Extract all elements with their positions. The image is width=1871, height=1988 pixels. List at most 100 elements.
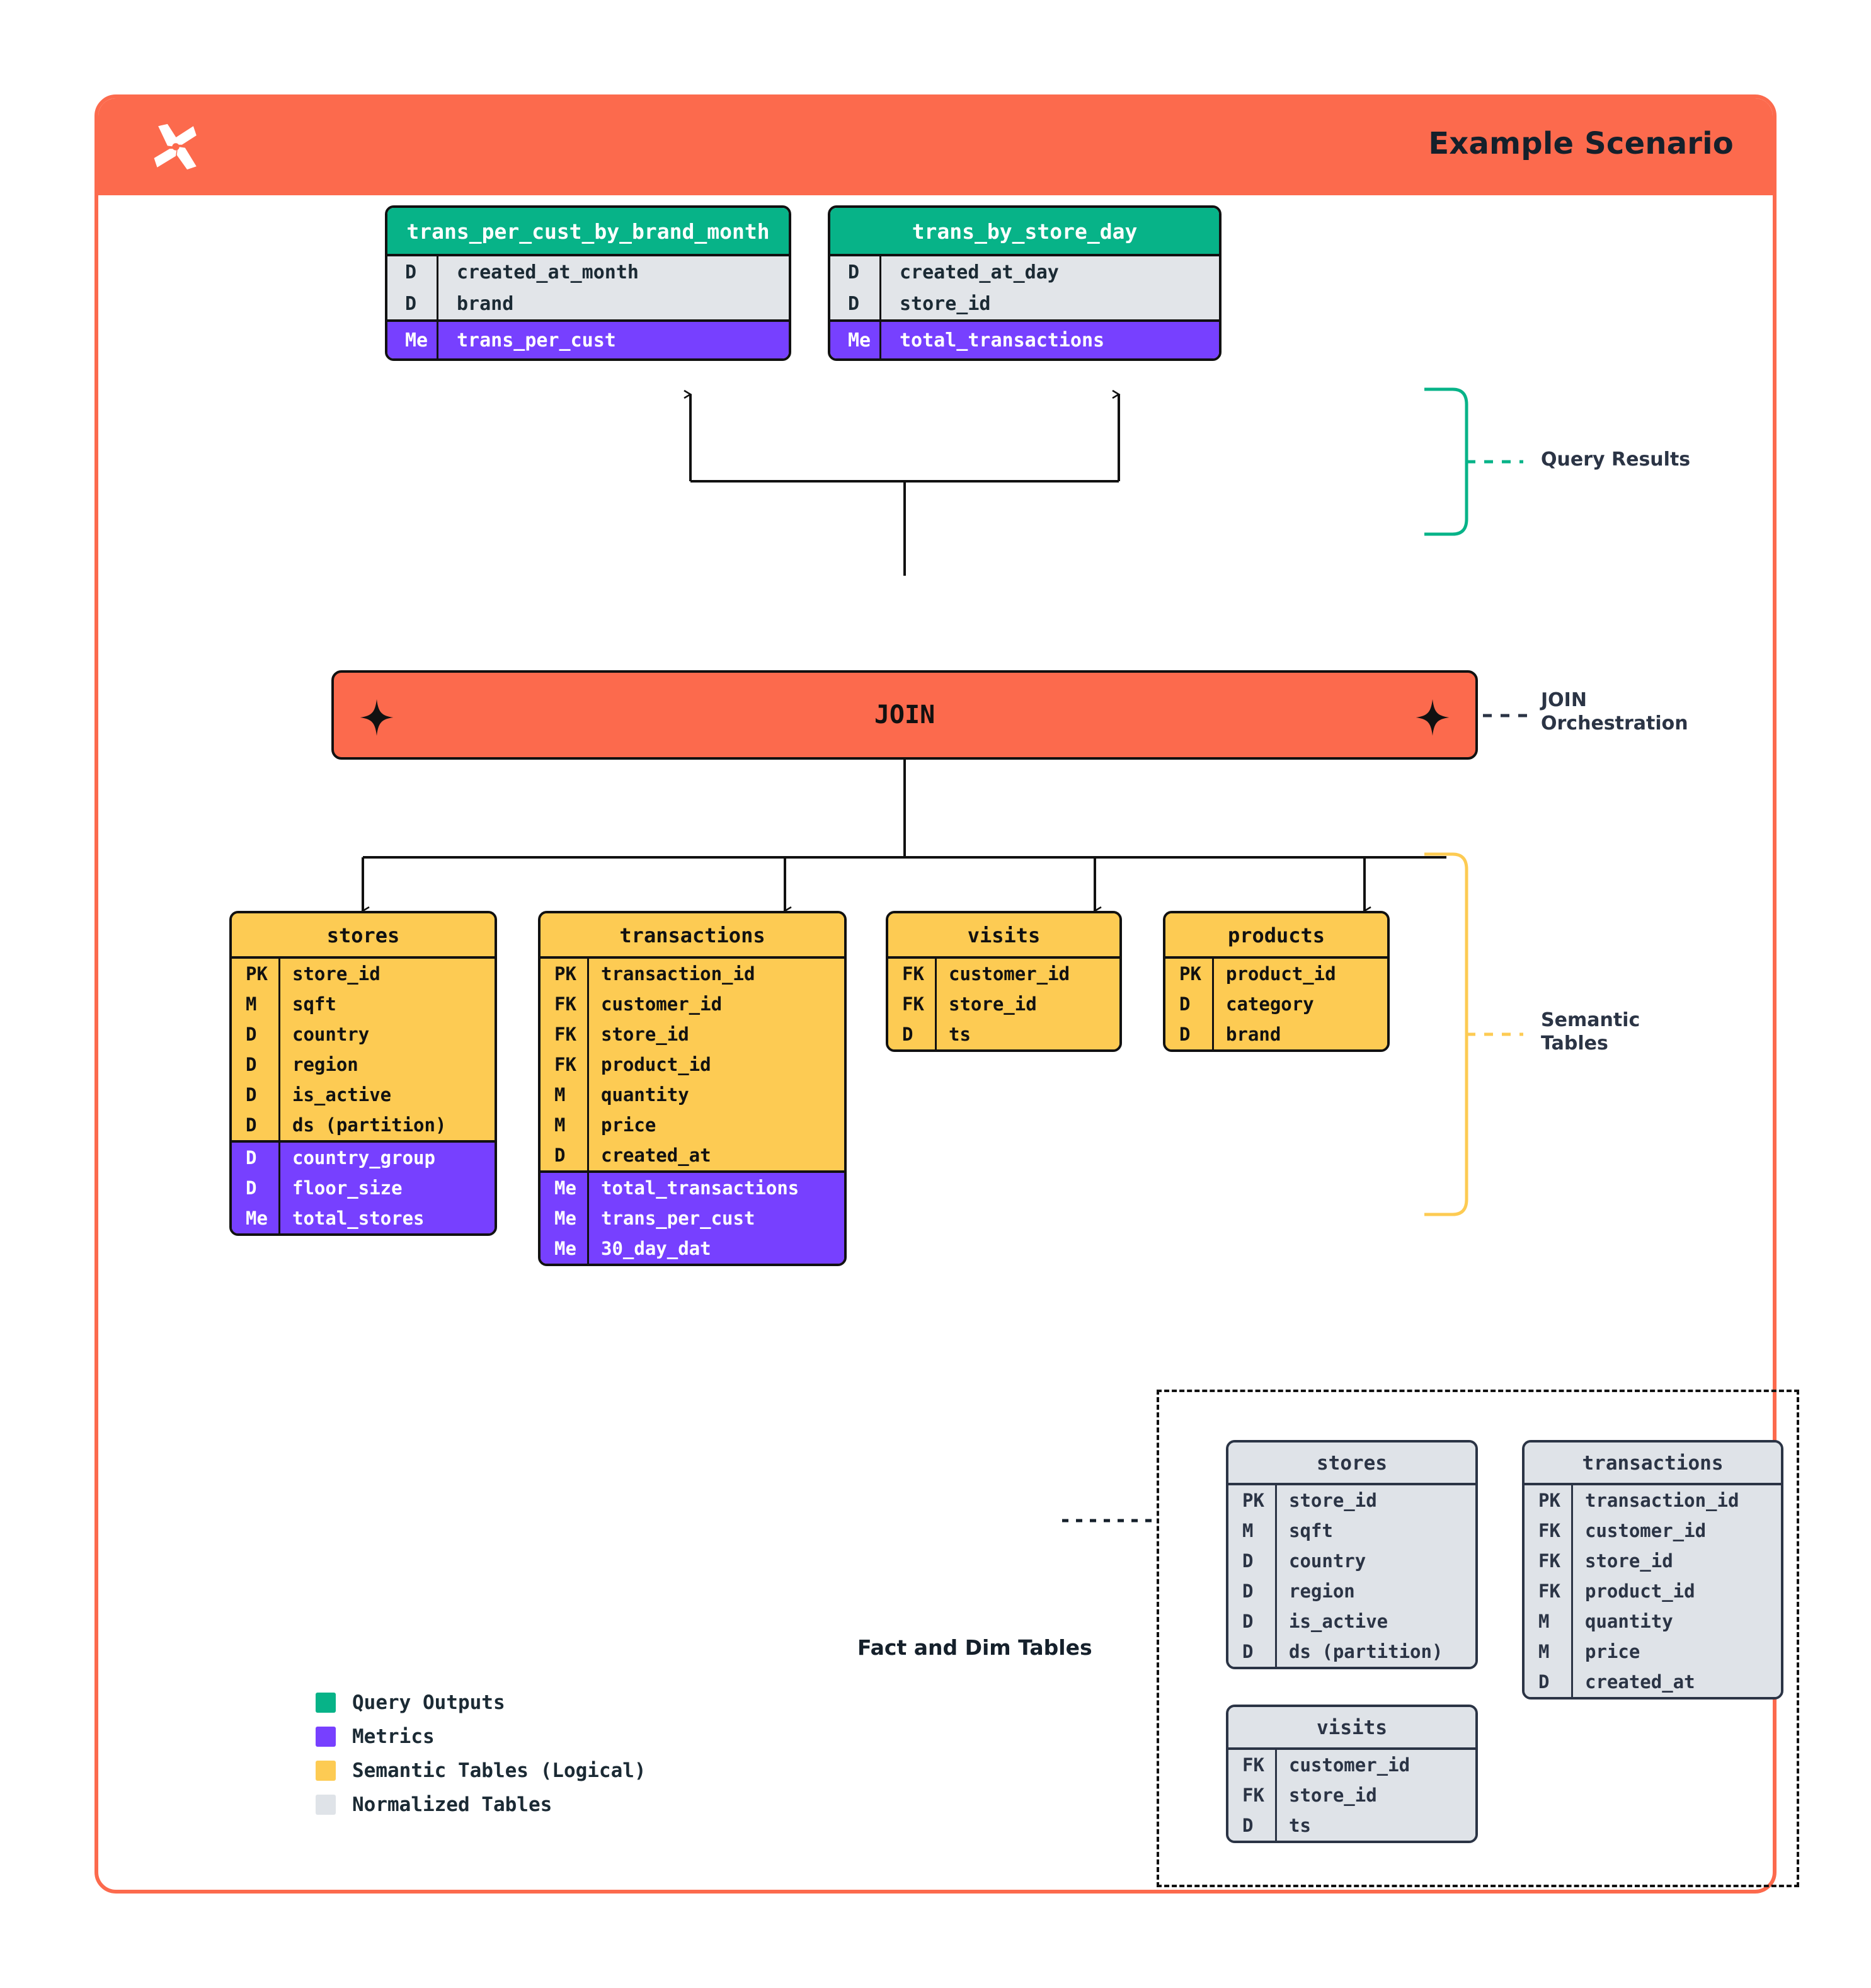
row-field: country_group [292, 1147, 435, 1168]
row-key: D [1538, 1671, 1550, 1693]
row-field: country [292, 1024, 370, 1045]
row-key: D [848, 292, 860, 315]
row-field: is_active [292, 1084, 392, 1105]
legend-item-metrics: Metrics [316, 1720, 646, 1754]
row-field: price [601, 1114, 656, 1136]
annotation-join-orchestration: JOIN Orchestration [1541, 689, 1688, 735]
legend-item-query-outputs: Query Outputs [316, 1686, 646, 1720]
row-key: PK [1179, 963, 1201, 985]
row-key: D [1242, 1815, 1254, 1836]
row-key: PK [554, 963, 576, 985]
row-field: created_at [601, 1145, 711, 1166]
table-row: D created_at_day [830, 256, 1219, 288]
row-key: Me [848, 329, 871, 351]
row-field: ts [1289, 1815, 1311, 1836]
legend-label: Metrics [352, 1725, 435, 1748]
table-title: trans_per_cust_by_brand_month [387, 208, 789, 256]
legend-label: Normalized Tables [352, 1793, 552, 1816]
row-key: D [1179, 1024, 1191, 1045]
table-row-metric: Me total_transactions [830, 322, 1219, 358]
row-key: D [246, 1114, 257, 1136]
row-key: D [1242, 1580, 1254, 1602]
row-field: customer_id [1585, 1520, 1707, 1541]
row-field: quantity [601, 1084, 689, 1105]
row-field: trans_per_cust [601, 1208, 755, 1229]
row-field: product_id [1585, 1580, 1695, 1602]
row-key: FK [554, 1024, 576, 1045]
annotation-join-line1: JOIN [1541, 689, 1587, 711]
row-key: D [1242, 1641, 1254, 1662]
row-key: FK [902, 993, 924, 1015]
row-key: M [554, 1084, 566, 1105]
table-row: D store_id [830, 288, 1219, 319]
row-field: customer_id [949, 963, 1070, 985]
annotation-join-line2: Orchestration [1541, 712, 1688, 734]
row-field: store_id [900, 292, 991, 315]
row-field: created_at [1585, 1671, 1695, 1693]
row-key: D [405, 261, 417, 283]
row-field: store_id [949, 993, 1037, 1015]
query-result-table-trans-per-cust-by-brand-month[interactable]: trans_per_cust_by_brand_month D created_… [385, 205, 791, 361]
legend-label: Semantic Tables (Logical) [352, 1759, 646, 1782]
row-field: brand [1226, 1024, 1281, 1045]
table-title: visits [888, 913, 1119, 959]
row-field: total_transactions [601, 1177, 799, 1199]
query-result-table-trans-by-store-day[interactable]: trans_by_store_day D created_at_day D st… [828, 205, 1222, 361]
row-key: D [246, 1177, 257, 1199]
table-row: FK store_id [888, 989, 1119, 1019]
row-key: M [1538, 1611, 1550, 1632]
row-field: store_id [292, 963, 380, 985]
row-field: store_id [1289, 1490, 1377, 1511]
row-field: transaction_id [601, 963, 755, 985]
sparkle-icon [359, 699, 394, 736]
row-field: trans_per_cust [457, 329, 616, 351]
row-field: is_active [1289, 1611, 1388, 1632]
table-row: PK transaction_id [541, 959, 844, 989]
join-orchestration-bar[interactable]: JOIN [331, 670, 1478, 760]
diagram-card: Example Scenario [94, 94, 1799, 1894]
row-field: ts [949, 1024, 971, 1045]
x-star-logo-icon [150, 121, 202, 173]
row-field: created_at_month [457, 261, 639, 283]
row-key: FK [1538, 1580, 1560, 1602]
legend-swatch-query-outputs [316, 1693, 336, 1713]
table-row: D created_at_month [387, 256, 789, 288]
table-title: transactions [541, 913, 844, 959]
row-field: transaction_id [1585, 1490, 1739, 1511]
